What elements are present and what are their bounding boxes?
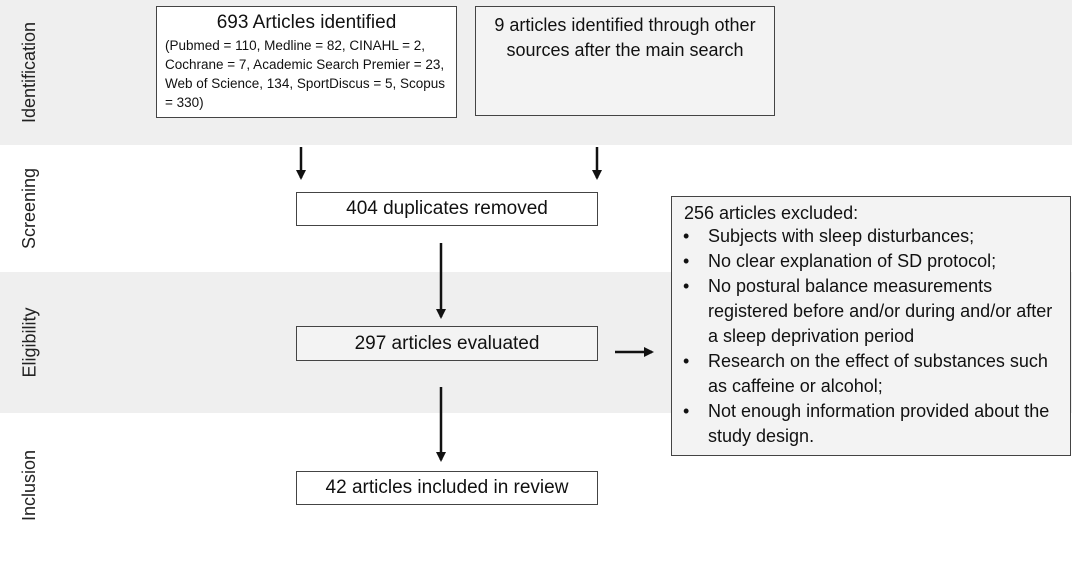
identified-articles-title: 693 Articles identified [216,12,397,33]
articles-included-box: 42 articles included in review [296,471,598,505]
other-sources-box: 9 articles identified through other sour… [475,6,775,116]
excluded-articles-box: 256 articles excluded: Subjects with sle… [671,196,1071,456]
exclusion-reason: Subjects with sleep disturbances; [680,224,1062,249]
duplicates-removed-text: 404 duplicates removed [346,198,548,219]
identified-articles-sources: (Pubmed = 110, Medline = 82, CINAHL = 2,… [165,38,446,110]
articles-included-text: 42 articles included in review [325,477,569,498]
exclusion-reason: No clear explanation of SD protocol; [680,249,1062,274]
other-sources-text: 9 articles identified through other sour… [494,15,756,60]
identified-articles-box: 693 Articles identified (Pubmed = 110, M… [156,6,457,118]
exclusion-reasons-list: Subjects with sleep disturbances; No cle… [672,224,1070,449]
articles-evaluated-text: 297 articles evaluated [354,332,540,354]
excluded-articles-title: 256 articles excluded: [684,203,859,223]
exclusion-reason: Not enough information provided about th… [680,399,1062,449]
exclusion-reason: No postural balance measurements registe… [680,274,1062,349]
exclusion-reason: Research on the effect of substances suc… [680,349,1062,399]
articles-evaluated-box: 297 articles evaluated [296,326,598,361]
duplicates-removed-box: 404 duplicates removed [296,192,598,226]
